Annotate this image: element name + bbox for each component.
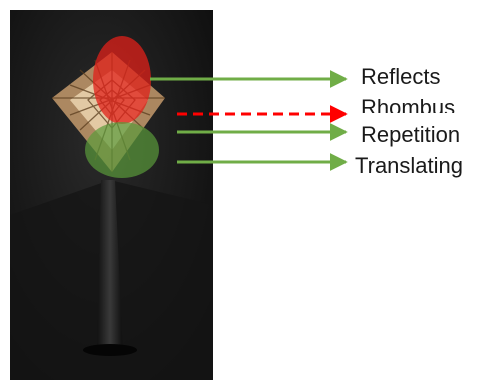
- label-reflects: Reflects: [361, 64, 441, 89]
- lamp-photo: [10, 10, 213, 380]
- lamp-stem: [97, 180, 123, 355]
- green-highlight: [85, 122, 159, 178]
- lamp-base: [83, 344, 137, 356]
- label-repetition: Repetition: [361, 122, 461, 147]
- label-translating: Translating: [355, 153, 464, 178]
- label-rhombus: Rhombus: [361, 97, 456, 113]
- red-highlight: [93, 36, 151, 124]
